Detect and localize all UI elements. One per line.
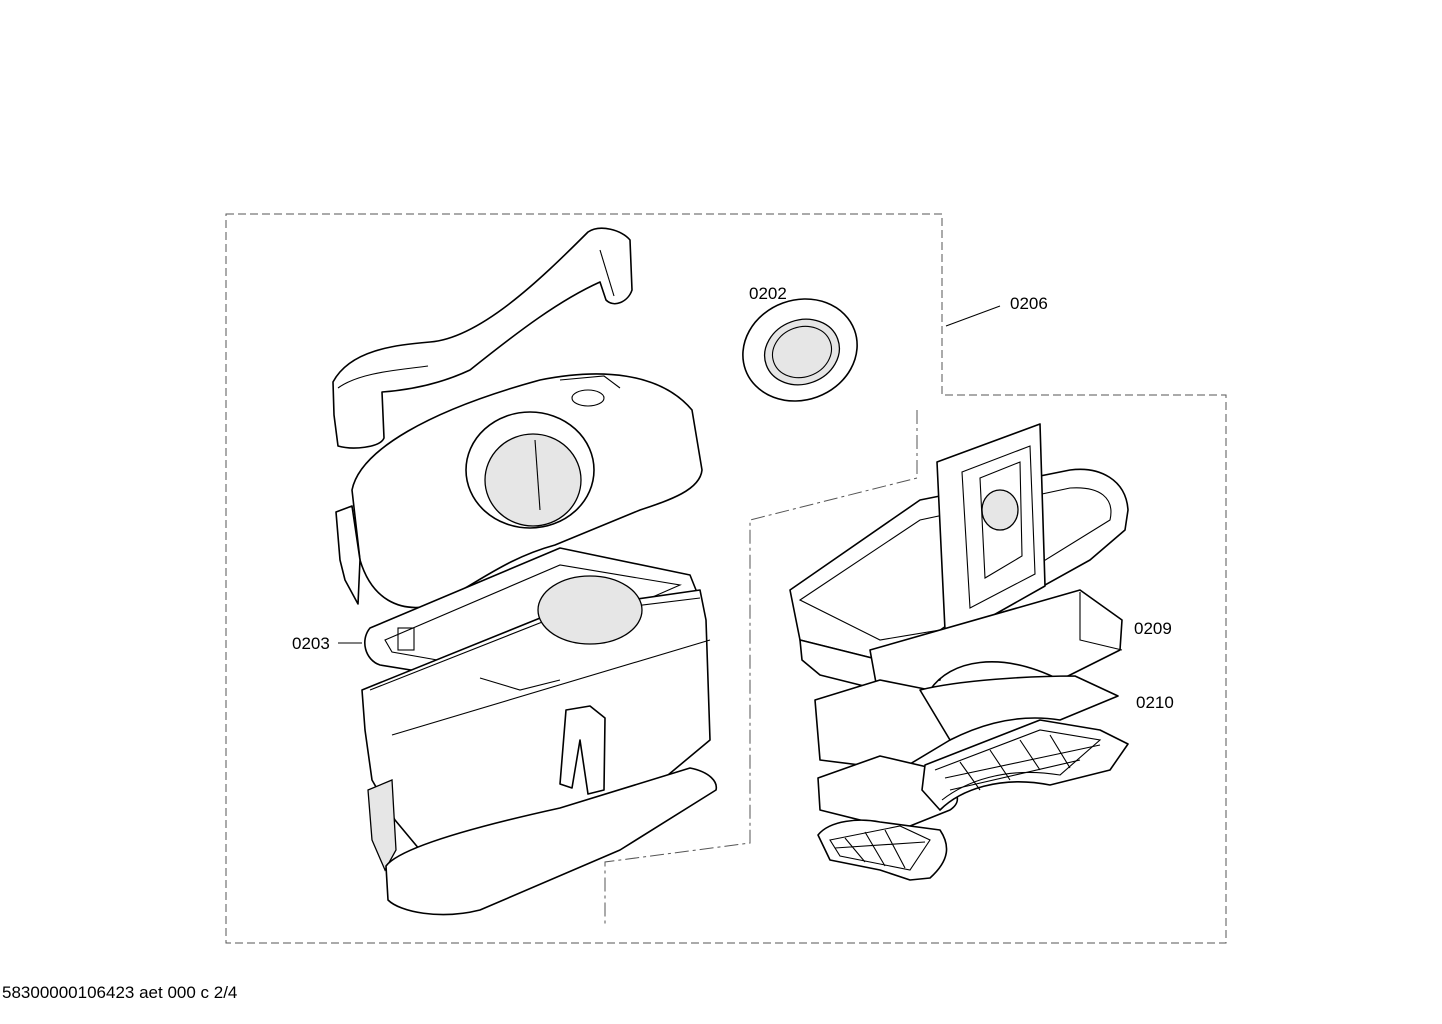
lid-part [335,373,703,609]
callout-0206: 0206 [1010,294,1048,313]
container-part [361,575,718,916]
assembly-boundary [225,213,1227,944]
grille-part [817,719,1129,881]
seal-ring-part [742,298,858,402]
document-footer-id: 58300000106423 aet 000 c 2/4 [2,983,238,1002]
callout-0209: 0209 [1134,619,1172,638]
callout-0202: 0202 [749,284,787,303]
group-separator [604,410,918,925]
callout-0210: 0210 [1136,693,1174,712]
tray-part [789,423,1129,691]
callout-0203: 0203 [292,634,330,653]
leader-0206 [945,305,1001,327]
handle-part [332,227,633,449]
